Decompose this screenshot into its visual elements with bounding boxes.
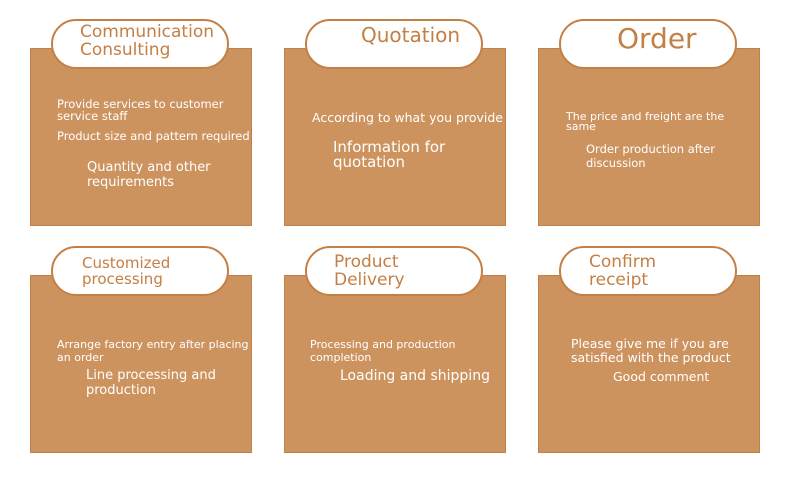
step-card-order	[538, 48, 760, 226]
step-title-pill: Communication Consulting	[51, 19, 229, 69]
step-text: Loading and shipping	[340, 368, 490, 384]
step-title: Order	[617, 22, 697, 55]
step-card-quotation	[284, 48, 506, 226]
step-text: Good comment	[613, 369, 710, 384]
step-text: According to what you provide	[312, 110, 503, 125]
step-title: Customized processing	[82, 254, 171, 288]
step-text: Information for quotation	[333, 138, 446, 171]
step-title-pill: Order	[559, 19, 737, 69]
step-text: Order production after discussion	[586, 142, 715, 170]
step-title-pill: Quotation	[305, 19, 483, 69]
step-text: Quantity and other requirements	[87, 160, 211, 190]
step-title: Product Delivery	[334, 252, 405, 290]
step-title: Quotation	[361, 23, 461, 47]
step-card-customized	[30, 275, 252, 453]
step-card-communication	[30, 48, 252, 226]
step-card-confirm	[538, 275, 760, 453]
step-text: Product size and pattern required	[57, 129, 250, 143]
step-title: Confirm receipt	[589, 252, 657, 290]
step-text: Processing and production completion	[310, 338, 456, 364]
step-title-pill: Confirm receipt	[559, 246, 737, 296]
step-text: Please give me if you are satisfied with…	[571, 336, 731, 366]
step-text: Arrange factory entry after placing an o…	[57, 338, 249, 364]
step-text: Provide services to customer service sta…	[57, 97, 224, 124]
step-title-pill: Customized processing	[51, 246, 229, 296]
step-title-pill: Product Delivery	[305, 246, 483, 296]
step-text: Line processing and production	[86, 368, 216, 398]
step-text: The price and freight are the same	[566, 110, 725, 133]
step-card-delivery	[284, 275, 506, 453]
step-title: Communication Consulting	[80, 22, 214, 60]
